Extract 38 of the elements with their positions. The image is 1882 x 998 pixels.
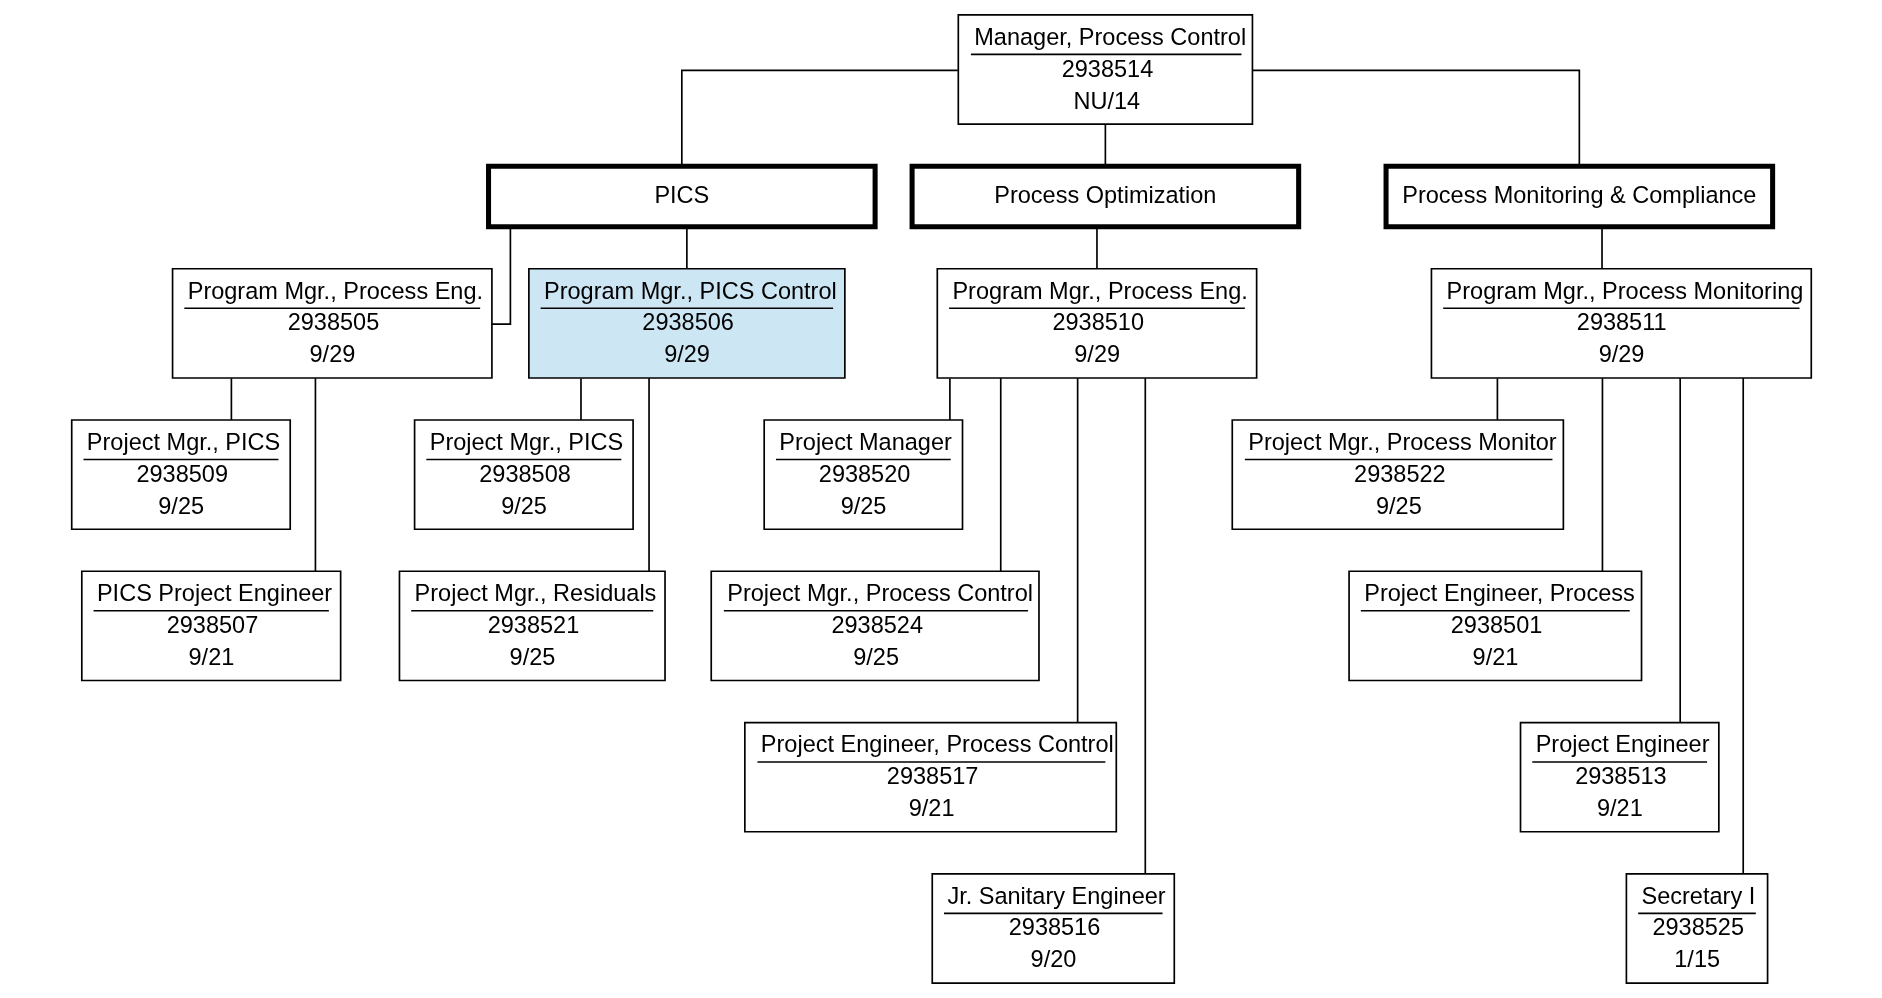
node-box: Project Engineer 2938513 9/21	[1519, 721, 1720, 833]
connector	[1095, 226, 1098, 270]
node-box: Program Mgr., Process Eng. 2938505 9/29	[171, 267, 493, 379]
connector	[1678, 377, 1681, 724]
node-box: Project Mgr., Residuals 2938521 9/25	[398, 570, 666, 682]
connector	[579, 377, 582, 421]
node-box: Project Mgr., Process Control 2938524 9/25	[709, 570, 1040, 682]
connector	[1600, 226, 1603, 270]
connector	[1076, 377, 1078, 724]
connector	[999, 377, 1002, 572]
connector	[1143, 377, 1146, 875]
connector	[1601, 377, 1603, 572]
connector	[1251, 69, 1580, 167]
connector	[314, 377, 316, 572]
node-box: Project Mgr., Process Monitor 2938522 9/25	[1230, 419, 1564, 531]
node-box: Project Engineer, Process Control 2938517 9/21	[743, 721, 1117, 833]
connector	[685, 226, 688, 270]
node-box: Secretary I 2938525 1/15	[1625, 872, 1768, 984]
node-box: Project Mgr., PICS 2938509 9/25	[70, 419, 291, 531]
node-box: Manager, Process Control 2938514 NU/14	[956, 14, 1253, 126]
node-box: Program Mgr., Process Monitoring 2938511 9/29	[1430, 267, 1812, 379]
connector	[680, 69, 959, 167]
node-box: PICS Project Engineer 2938507 9/21	[80, 570, 341, 682]
node-box: Jr. Sanitary Engineer 2938516 9/20	[930, 872, 1175, 984]
node-box: Process Monitoring & Compliance	[1383, 163, 1775, 230]
node-box: Project Manager 2938520 9/25	[762, 419, 963, 531]
connector	[1741, 377, 1744, 875]
connector	[1104, 124, 1106, 167]
node-box: Project Engineer, Process 2938501 9/21	[1347, 570, 1642, 682]
node-box: Process Optimization	[909, 163, 1301, 230]
connector	[1496, 377, 1498, 421]
connector	[948, 377, 951, 421]
node-box: PICS	[485, 163, 878, 230]
connector	[230, 377, 232, 421]
connector	[647, 377, 650, 572]
node-box: Program Mgr., Process Eng. 2938510 9/29	[935, 267, 1257, 379]
node-box: Program Mgr., PICS Control 2938506 9/29	[527, 267, 846, 379]
node-box: Project Mgr., PICS 2938508 9/25	[413, 419, 634, 531]
